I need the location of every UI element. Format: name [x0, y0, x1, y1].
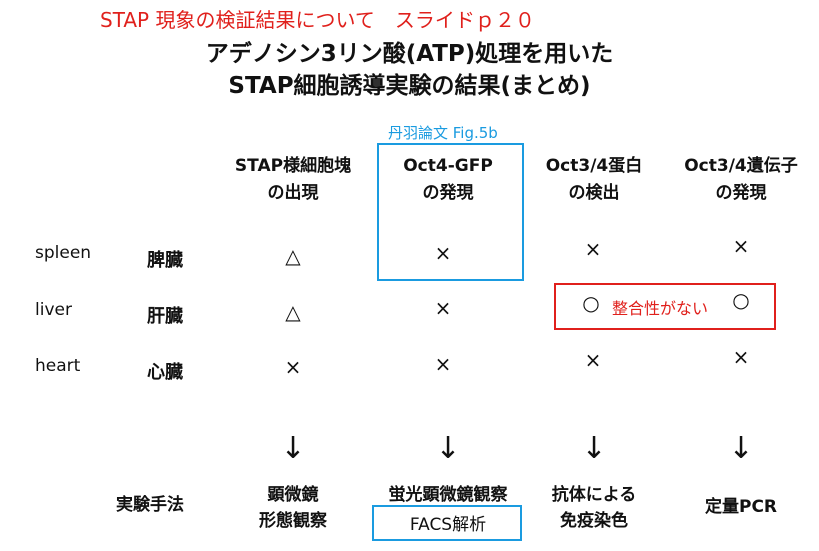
header-line: の発現 — [422, 183, 474, 203]
header-line: STAP様細胞塊 — [234, 156, 352, 176]
result-mark: △ — [285, 300, 301, 324]
highlight-box-oct4-gfp — [377, 143, 524, 281]
header-line: の発現 — [715, 183, 767, 203]
column-header-stap-cluster: STAP様細胞塊の出現 — [235, 153, 351, 207]
row-label-en-liver: liver — [35, 300, 72, 320]
result-mark: × — [732, 234, 750, 258]
result-mark: ○ — [582, 291, 600, 315]
row-label-jp-liver: 肝臓 — [147, 306, 183, 327]
down-arrow-icon: ↓ — [581, 431, 607, 466]
column-header-oct34-gene: Oct3/4遺伝子の発現 — [684, 153, 798, 207]
method-fluorescence-facs: 蛍光顕微鏡観察 FACS解析 — [389, 482, 508, 538]
result-mark: × — [284, 355, 302, 379]
method-line: 免疫染色 — [560, 511, 628, 531]
result-mark: × — [732, 345, 750, 369]
paper-reference-label: 丹羽論文 Fig.5b — [388, 124, 498, 142]
row-label-en-spleen: spleen — [35, 243, 92, 263]
header-line: の出現 — [267, 183, 319, 203]
header-line: Oct3/4蛋白 — [545, 156, 643, 176]
down-arrow-icon: ↓ — [728, 431, 754, 466]
result-mark: ○ — [732, 288, 750, 312]
inconsistency-note: 整合性がない — [612, 299, 709, 318]
row-label-jp-spleen: 脾臓 — [147, 250, 183, 271]
title-line-1: アデノシン3リン酸(ATP)処理を用いた — [205, 41, 614, 67]
method-qpcr: 定量PCR — [704, 497, 778, 517]
result-mark: × — [584, 237, 602, 261]
row-label-jp-heart: 心臓 — [147, 362, 183, 383]
method-microscopy: 顕微鏡形態観察 — [259, 482, 327, 534]
highlight-box-facs — [372, 505, 522, 541]
method-line: 蛍光顕微鏡観察 — [388, 485, 508, 505]
down-arrow-icon: ↓ — [280, 431, 306, 466]
result-mark: × — [434, 296, 452, 320]
method-line: 形態観察 — [259, 511, 327, 531]
column-header-oct34-protein: Oct3/4蛋白の検出 — [546, 153, 643, 207]
method-line: FACS解析 — [409, 515, 487, 535]
row-label-en-heart: heart — [35, 356, 81, 376]
methods-label: 実験手法 — [116, 495, 184, 515]
method-line: 抗体による — [551, 485, 637, 505]
header-line: の検出 — [568, 183, 620, 203]
result-mark: × — [434, 241, 452, 265]
header-line: Oct3/4遺伝子 — [684, 156, 798, 176]
title-line-2: STAP細胞誘導実験の結果(まとめ) — [228, 73, 591, 99]
method-line: 顕微鏡 — [267, 485, 319, 505]
method-immunostaining: 抗体による免疫染色 — [552, 482, 637, 534]
slide-subtitle: STAP 現象の検証結果について スライドｐ２０ — [100, 8, 535, 32]
result-mark: × — [434, 352, 452, 376]
inconsistency-box — [554, 283, 776, 330]
result-mark: × — [584, 348, 602, 372]
column-header-oct4-gfp: Oct4-GFP の発現 — [403, 153, 493, 207]
down-arrow-icon: ↓ — [435, 431, 461, 466]
result-mark: △ — [285, 244, 301, 268]
header-line: Oct4-GFP — [403, 156, 493, 176]
